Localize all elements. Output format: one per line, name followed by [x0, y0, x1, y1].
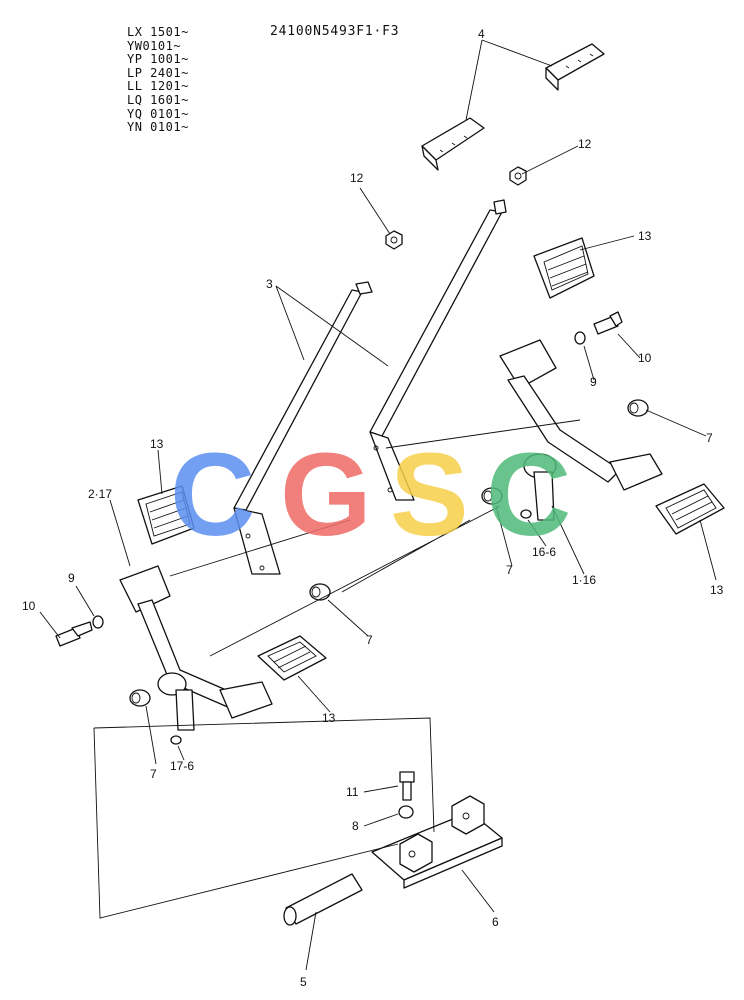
serial-number: LX 1501~ — [127, 25, 189, 39]
serial-number: YP 1001~ — [127, 52, 189, 67]
serial-number: LL 1201~ — [127, 79, 189, 94]
callout-13: 13 — [150, 437, 164, 451]
serial-number: YN 0101~ — [127, 120, 189, 135]
watermark: C G S C — [170, 429, 571, 561]
callout-10: 10 — [638, 351, 652, 365]
part-10-bolt — [55, 621, 93, 647]
callout-7: 7 — [506, 563, 513, 577]
watermark-letter: C — [486, 429, 571, 561]
leader-lines — [39, 39, 717, 971]
part-7-bushing — [627, 399, 649, 417]
callout-12: 12 — [578, 137, 592, 151]
part-3-rod-right — [369, 199, 507, 501]
part-1-16-pedal-right — [499, 339, 663, 521]
part-13-pedal-pad — [257, 635, 327, 681]
serial-number: LQ 1601~ — [127, 92, 189, 107]
part-7-bushing — [481, 487, 503, 505]
part-10-bolt — [593, 311, 623, 335]
serial-number: YW0101~ — [127, 38, 182, 53]
part-8-washer — [398, 805, 414, 819]
callout-1-16: 1·16 — [572, 573, 596, 587]
callout-12: 12 — [350, 171, 364, 185]
part-16-6-pin — [520, 509, 532, 519]
part-7-bushing — [309, 583, 331, 601]
part-13-pedal-pad — [137, 485, 195, 545]
callout-2-17: 2·17 — [88, 487, 112, 501]
watermark-letter: S — [390, 429, 469, 561]
callout-8: 8 — [352, 819, 359, 833]
callout-7: 7 — [150, 767, 157, 781]
callout-16-6: 16-6 — [532, 545, 556, 559]
serial-number-list: LX 1501~ YW0101~ YP 1001~ LP 2401~ LL 12… — [127, 25, 189, 135]
callout-9: 9 — [590, 375, 597, 389]
part-12-nut — [385, 230, 403, 250]
callout-7: 7 — [366, 633, 373, 647]
callout-13: 13 — [322, 711, 336, 725]
part-4-pedal-rubber — [545, 43, 605, 91]
serial-number: YQ 0101~ — [127, 106, 189, 121]
part-13-pedal-pad — [655, 483, 725, 535]
callout-5: 5 — [300, 975, 307, 989]
callout-11: 11 — [346, 785, 359, 799]
serial-number: LP 2401~ — [127, 65, 189, 80]
part-12-nut — [509, 166, 527, 186]
part-4-pedal-rubber — [421, 117, 485, 171]
part-9-washer — [574, 331, 586, 345]
part-9-washer — [92, 615, 104, 629]
callout-6: 6 — [492, 915, 499, 929]
callout-7: 7 — [706, 431, 713, 445]
callout-17-6: 17-6 — [170, 759, 194, 773]
callout-13: 13 — [638, 229, 652, 243]
part-13-pedal-pad — [533, 237, 595, 299]
part-11-bolt — [399, 771, 415, 801]
part-5-shaft — [283, 873, 363, 926]
callout-10: 10 — [22, 599, 36, 613]
part-6-bracket — [371, 795, 503, 889]
callout-4: 4 — [478, 27, 485, 41]
part-2-17-pedal-left — [119, 565, 273, 731]
callout-9: 9 — [68, 571, 75, 585]
watermark-letter: G — [280, 429, 372, 561]
callout-3: 3 — [266, 277, 273, 291]
part-17-6-pin — [170, 735, 182, 745]
part-7-bushing — [129, 689, 151, 707]
callout-13: 13 — [710, 583, 724, 597]
watermark-letter: C — [170, 429, 255, 561]
drawing-code: 24100N5493F1·F3 — [270, 24, 400, 39]
